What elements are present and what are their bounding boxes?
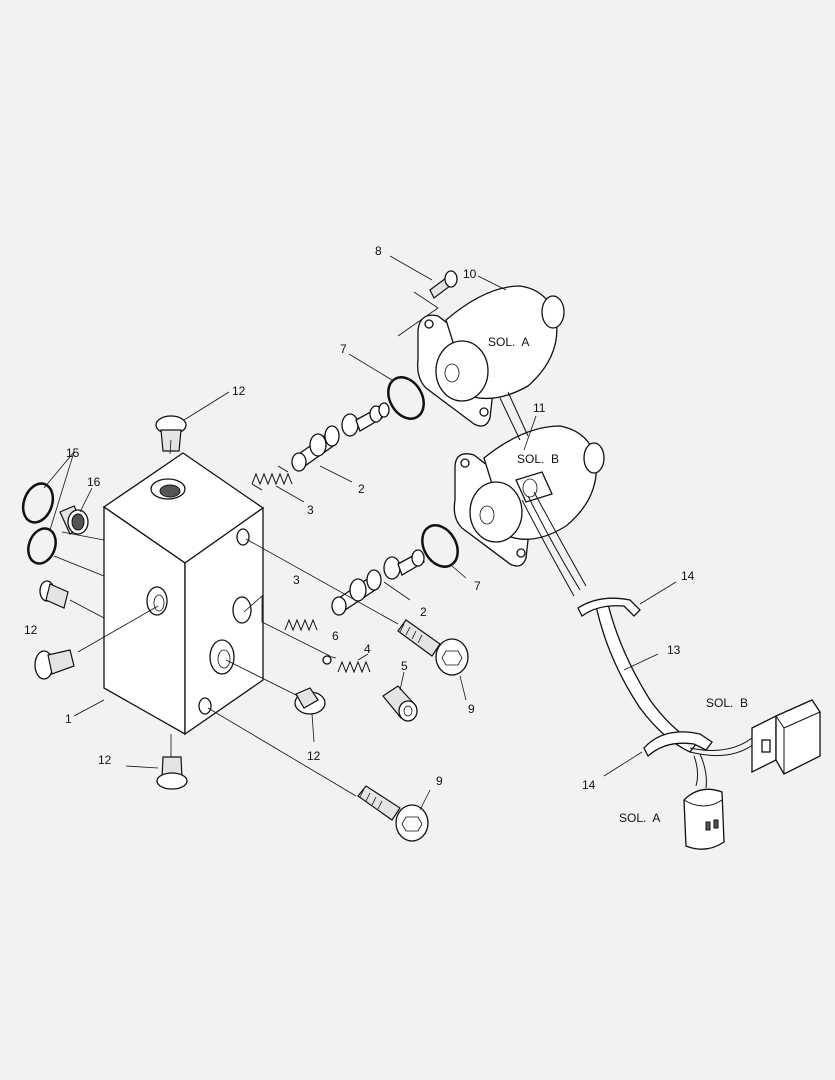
plug-12-bottom — [156, 756, 188, 790]
plug-12-left-2 — [34, 649, 75, 680]
solenoid-labels: SOL. A SOL. B SOL. B SOL. A — [488, 335, 748, 825]
callout-12: 12 — [24, 623, 38, 637]
valve-block — [102, 452, 265, 736]
callout-9: 9 — [468, 702, 475, 716]
callout-2: 2 — [358, 482, 365, 496]
o-ring-left-1 — [21, 482, 55, 524]
callout-1: 1 — [65, 712, 72, 726]
plug — [382, 685, 418, 722]
connector-sol-b — [751, 699, 821, 775]
plug-12-top — [155, 415, 187, 452]
callout-14: 14 — [681, 569, 695, 583]
cap-screw-lower — [357, 785, 429, 842]
callout-8: 8 — [375, 244, 382, 258]
o-ring-left-2 — [27, 527, 57, 565]
callout-12: 12 — [307, 749, 321, 763]
callout-15: 15 — [66, 446, 80, 460]
callout-12: 12 — [232, 384, 246, 398]
callout-14: 14 — [582, 778, 596, 792]
wiring-harness — [499, 391, 755, 789]
callout-11: 11 — [533, 401, 546, 415]
spool-upper — [291, 402, 390, 472]
label-sol-a-connector: SOL. A — [619, 811, 660, 825]
spring-small — [337, 660, 371, 674]
callout-7: 7 — [474, 579, 481, 593]
callout-4: 4 — [364, 642, 371, 656]
callout-7: 7 — [340, 342, 347, 356]
callout-5: 5 — [401, 659, 408, 673]
callout-6: 6 — [332, 629, 339, 643]
plug-12-front — [294, 687, 326, 715]
callout-13: 13 — [667, 643, 681, 657]
spring-upper — [251, 465, 293, 491]
plug-16 — [59, 505, 89, 535]
label-sol-b-top: SOL. B — [517, 452, 559, 466]
callout-3: 3 — [307, 503, 314, 517]
callout-16: 16 — [87, 475, 101, 489]
cap-screw-upper — [397, 619, 469, 676]
check-ball — [322, 655, 332, 665]
label-sol-a-top: SOL. A — [488, 335, 529, 349]
o-ring-lower — [421, 524, 459, 568]
callout-12: 12 — [98, 753, 112, 767]
callout-9: 9 — [436, 774, 443, 788]
small-screw — [429, 270, 458, 299]
spring-lower — [284, 618, 318, 632]
solenoid-b — [453, 425, 605, 567]
callout-2: 2 — [420, 605, 427, 619]
spool-lower — [331, 549, 425, 616]
part-callouts: 8 10 7 12 11 15 16 2 3 14 3 7 2 12 6 4 1… — [24, 244, 695, 792]
connector-sol-a — [683, 788, 725, 850]
o-ring-upper — [387, 376, 425, 420]
callout-10: 10 — [463, 267, 477, 281]
solenoid-a — [417, 285, 565, 427]
leader-lines — [43, 255, 677, 811]
plug-12-left-1 — [39, 580, 69, 609]
label-sol-b-connector: SOL. B — [706, 696, 748, 710]
callout-3: 3 — [293, 573, 300, 587]
